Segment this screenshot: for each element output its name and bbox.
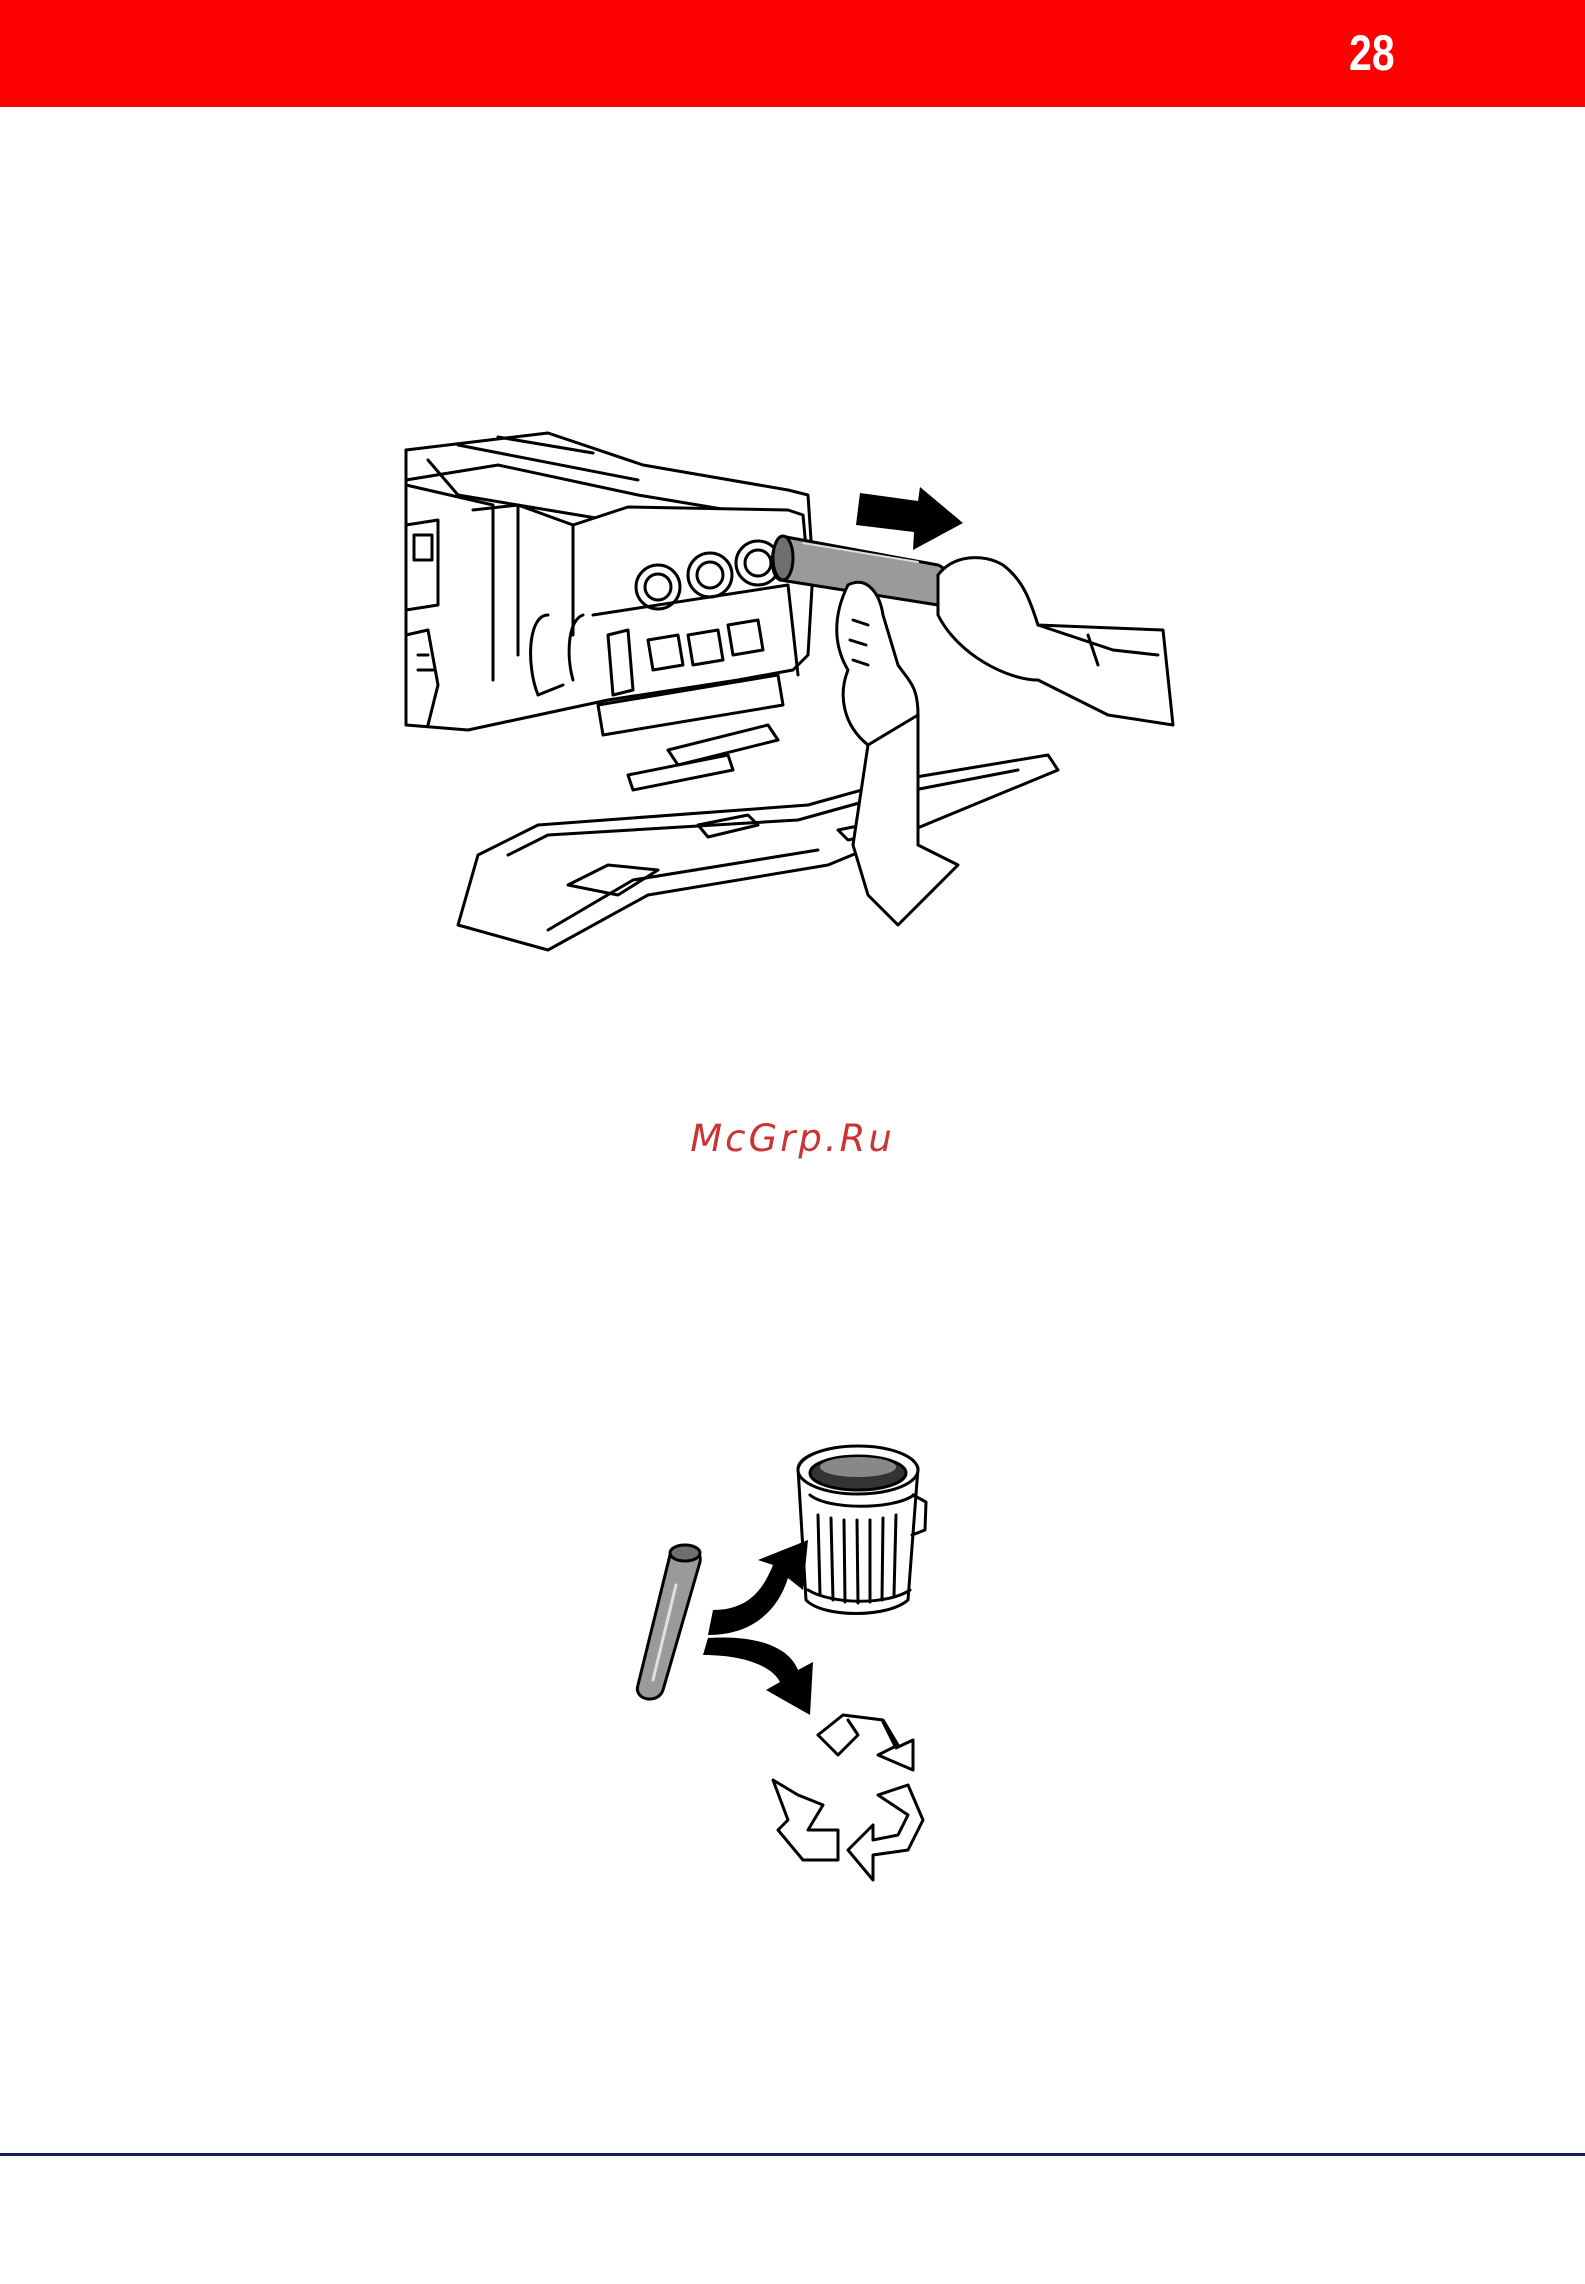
footer-rule (0, 2153, 1585, 2156)
toner-disposal-recycle-illustration (628, 1440, 958, 1885)
header-bar: 28 (0, 0, 1585, 107)
trash-can-icon (798, 1446, 926, 1614)
watermark: McGrp.Ru (0, 1117, 1585, 1160)
arrow-right-icon (856, 487, 963, 550)
printer-toner-removal-illustration (398, 425, 1183, 985)
page-number: 28 (1349, 24, 1395, 82)
recycle-icon (773, 1715, 923, 1880)
